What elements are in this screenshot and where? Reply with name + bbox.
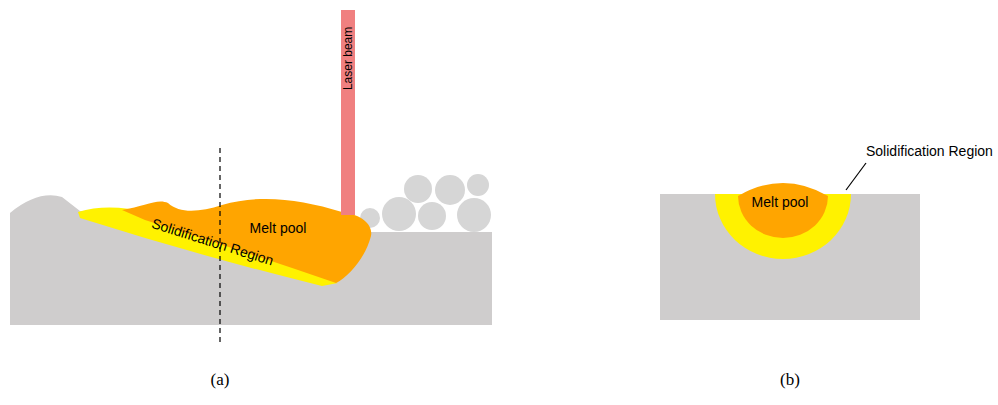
region-label: Solidification Region <box>866 144 994 159</box>
melt-pool <box>122 199 371 283</box>
label-text: Melt pool <box>250 221 308 236</box>
powder-particles <box>360 174 491 232</box>
caption-text: (a) <box>211 371 230 390</box>
label-text: Solidification Region <box>866 144 994 159</box>
label-text: Melt pool <box>752 195 810 210</box>
panel-caption: (b) <box>780 371 800 390</box>
laser-beam <box>341 10 355 215</box>
substrate <box>10 195 492 325</box>
region-label: Melt pool <box>752 195 810 210</box>
leader-line <box>846 163 866 190</box>
beam-label: Laser beam <box>342 26 355 91</box>
caption-text: (b) <box>780 371 800 390</box>
panel-caption: (a) <box>211 371 230 390</box>
label-text: Laser beam <box>342 26 355 91</box>
region-label: Melt pool <box>250 221 308 236</box>
melt-pool <box>738 183 828 238</box>
